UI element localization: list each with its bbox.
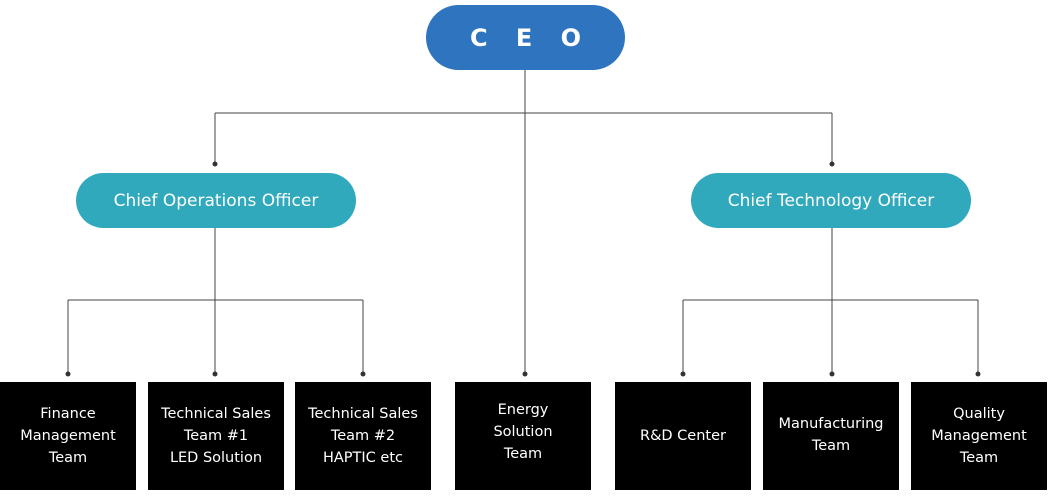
sales1-connector-dot xyxy=(212,371,218,377)
team-energy-line-2: Solution xyxy=(493,424,553,440)
team-mfg-line-1: Manufacturing xyxy=(778,416,884,432)
team-energy-line-3: Team xyxy=(503,446,543,462)
team-quality-line-1: Quality xyxy=(953,406,1005,422)
team-finance-line-2: Management xyxy=(20,428,116,444)
coo-connector-dot xyxy=(212,161,218,167)
team-technical-sales-2: Technical Sales Team #2 HAPTIC etc xyxy=(295,382,431,490)
team-sales1-line-1: Technical Sales xyxy=(161,406,271,422)
ceo-label: C E O xyxy=(469,23,592,52)
energy-connector-dot xyxy=(522,371,528,377)
team-sales1-line-2: Team #1 xyxy=(183,428,249,444)
mfg-connector-dot xyxy=(829,371,835,377)
team-mfg-line-2: Team xyxy=(811,438,851,454)
quality-connector-dot xyxy=(975,371,981,377)
team-rnd-center: R&D Center xyxy=(615,382,751,490)
rnd-connector-dot xyxy=(680,371,686,377)
coo-label: Chief Operations Officer xyxy=(113,190,319,211)
team-quality-management: Quality Management Team xyxy=(911,382,1047,490)
team-rnd-line-1: R&D Center xyxy=(640,428,726,444)
team-sales2-line-1: Technical Sales xyxy=(308,406,418,422)
sales2-connector-dot xyxy=(360,371,366,377)
cto-node: Chief Technology Officer xyxy=(691,173,971,228)
team-sales2-line-3: HAPTIC etc xyxy=(322,450,403,466)
team-quality-line-2: Management xyxy=(931,428,1027,444)
team-technical-sales-1: Technical Sales Team #1 LED Solution xyxy=(148,382,284,490)
team-energy-line-1: Energy xyxy=(497,402,549,418)
team-energy-solution: Energy Solution Team xyxy=(455,382,591,490)
team-sales2-line-2: Team #2 xyxy=(330,428,396,444)
finance-connector-dot xyxy=(65,371,71,377)
team-finance-line-3: Team xyxy=(48,450,88,466)
coo-node: Chief Operations Officer xyxy=(76,173,356,228)
ceo-node: C E O xyxy=(426,5,625,70)
cto-label: Chief Technology Officer xyxy=(727,190,935,211)
team-sales1-line-3: LED Solution xyxy=(169,450,263,466)
team-finance: Finance Management Team xyxy=(0,382,136,490)
team-quality-line-3: Team xyxy=(959,450,999,466)
team-manufacturing: Manufacturing Team xyxy=(763,382,899,490)
team-finance-line-1: Finance xyxy=(40,406,96,422)
cto-connector-dot xyxy=(829,161,835,167)
